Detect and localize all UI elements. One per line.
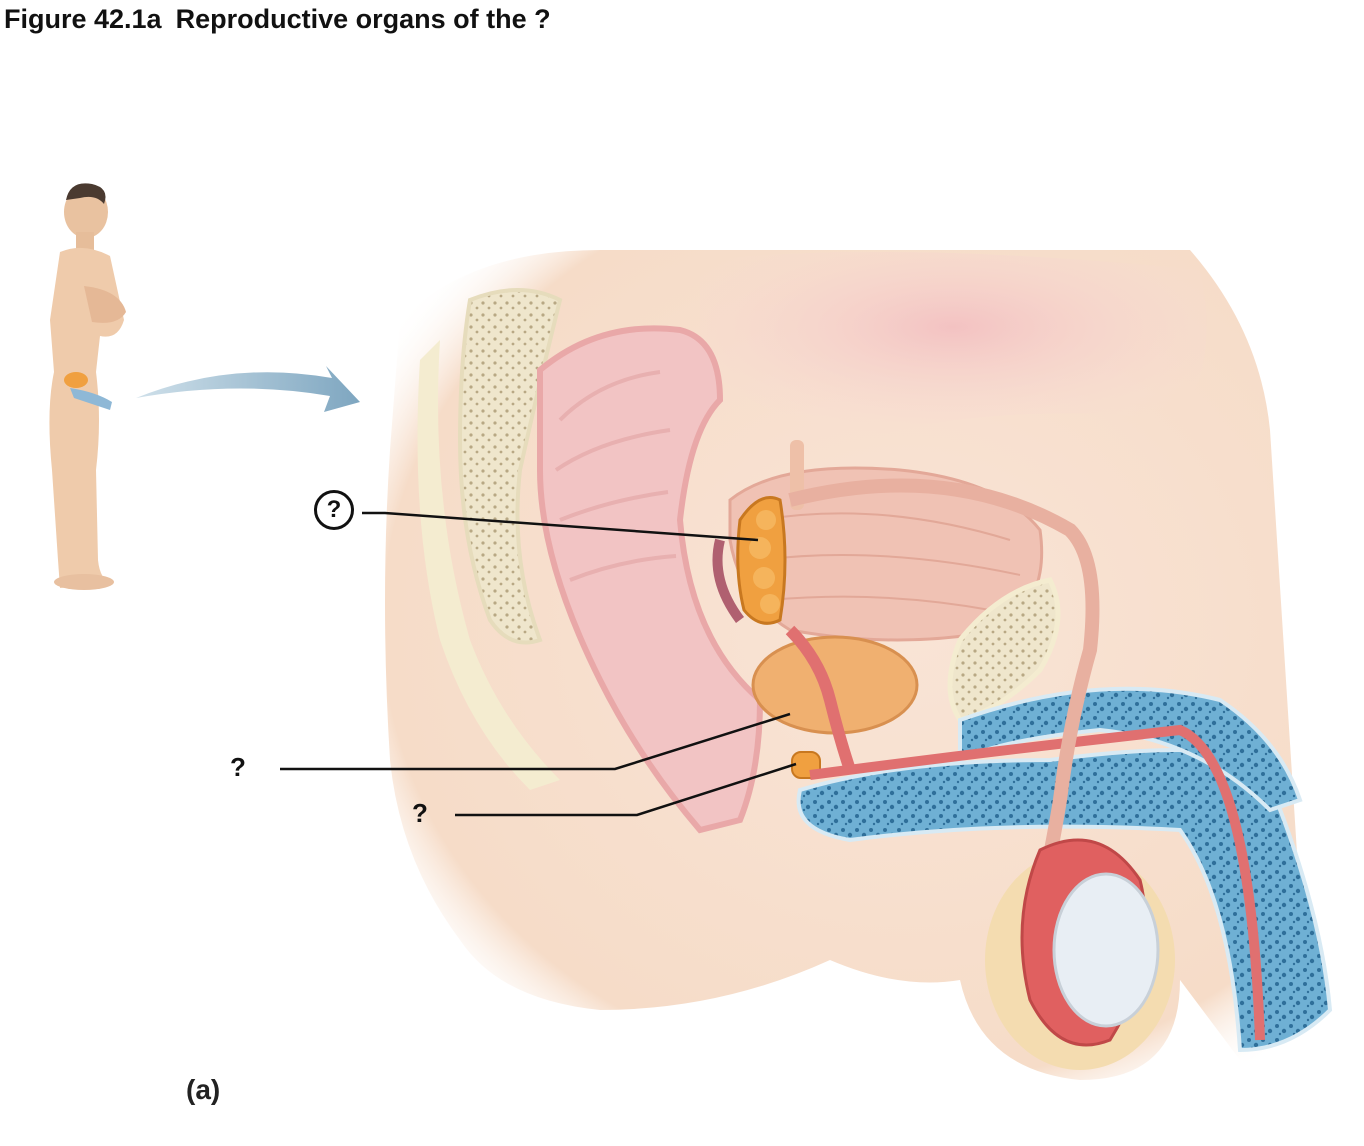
- label-bulbourethral-gland[interactable]: ?: [412, 798, 428, 828]
- pubic-bone: [947, 577, 1061, 723]
- seminal-vesicle: [712, 496, 787, 625]
- leader-line-prostate: [280, 712, 791, 771]
- leader-lines: [280, 511, 797, 817]
- reference-figure: [49, 183, 126, 590]
- vas-deferens: [788, 478, 1100, 902]
- figure-caption: Reproductive organs of the ?: [175, 4, 551, 34]
- zoom-arrow: [136, 366, 360, 412]
- figure-number: Figure 42.1a: [4, 4, 162, 34]
- panel-label: (a): [186, 1074, 221, 1105]
- label-prostate-gland[interactable]: ?: [230, 752, 246, 782]
- figure-title: Figure 42.1a Reproductive organs of the ?: [4, 4, 551, 35]
- rectum: [537, 325, 764, 834]
- sacrum: [417, 288, 563, 790]
- label-seminal-vesicle[interactable]: ?: [314, 490, 354, 530]
- leader-line-bulbourethral: [455, 762, 797, 817]
- leader-line-seminal-vesicle: [362, 511, 759, 542]
- testis: [985, 838, 1175, 1070]
- prostate-gland: [751, 625, 919, 772]
